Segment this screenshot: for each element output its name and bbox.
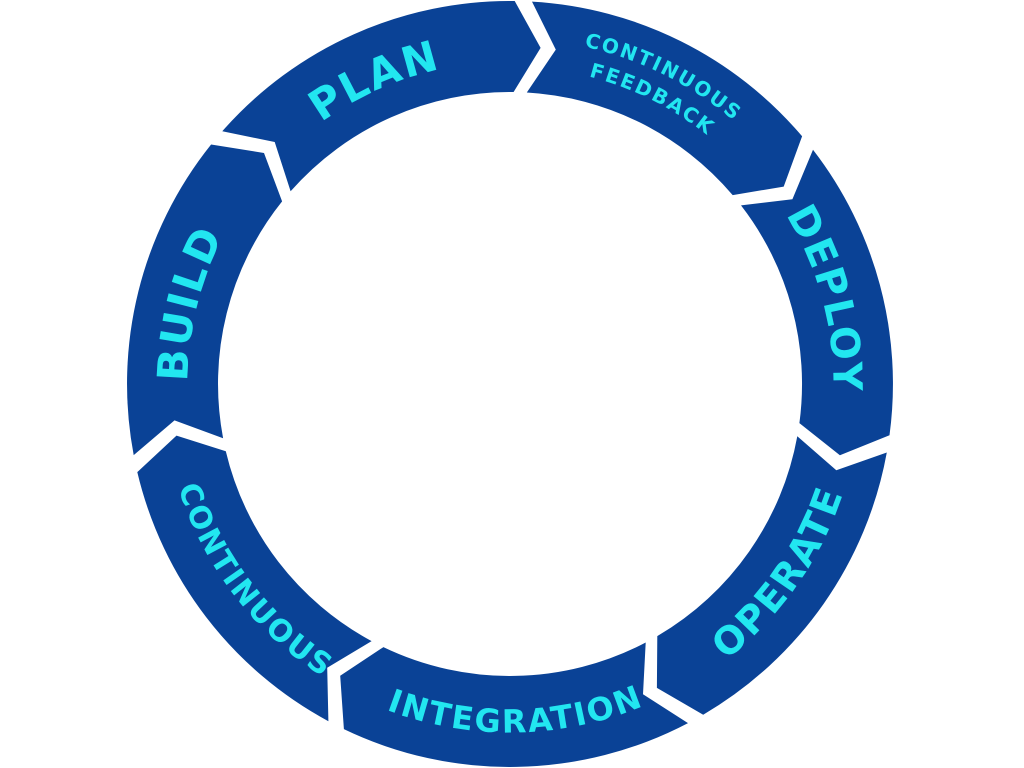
segment-arrow-integration: [340, 642, 688, 767]
segment-arrow-deploy: [741, 149, 893, 456]
segment-arrow-continuous: [137, 435, 372, 722]
segment-arrow-operate: [656, 436, 887, 715]
segment-arrow-build: [127, 144, 283, 456]
segment-arrow-continuous-feedback: [526, 1, 803, 196]
segment-arrow-plan: [222, 0, 541, 192]
